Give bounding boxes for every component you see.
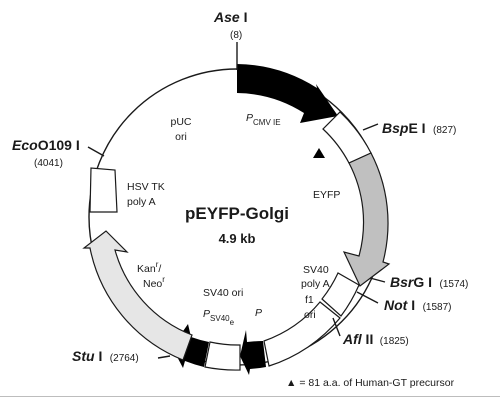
eco-tick bbox=[87, 146, 105, 157]
stu-site-label: Stu I (2764) bbox=[72, 348, 139, 365]
plasmid-name: pEYFP-Golgi bbox=[185, 204, 289, 223]
psv40e-label: PSV40e bbox=[203, 308, 235, 327]
kan-neo-label-line1: Kanr/ bbox=[137, 260, 161, 275]
eco-site-label: EcoO109 I bbox=[12, 137, 80, 153]
eyfp-label: EYFP bbox=[313, 189, 340, 201]
hsv-tk-label-line2: poly A bbox=[127, 196, 156, 208]
stu-tick bbox=[157, 355, 171, 359]
golgi-targeting-box bbox=[322, 111, 372, 164]
f1-ori-label-line2: ori bbox=[304, 309, 316, 321]
sv40-polya-box bbox=[321, 272, 360, 317]
ase-site-label: Ase I bbox=[213, 9, 247, 25]
sv40-polya-label-line2: poly A bbox=[301, 278, 330, 290]
legend: ▲ = 81 a.a. of Human-GT precursor bbox=[286, 377, 455, 389]
not-site-label: Not I (1587) bbox=[384, 297, 451, 314]
ase-site-position: (8) bbox=[230, 30, 242, 41]
sv40-ori-label: SV40 ori bbox=[203, 287, 243, 299]
bspe-site-label: BspE I (827) bbox=[382, 120, 456, 137]
afl-tick bbox=[332, 317, 341, 337]
eco-site-position: (4041) bbox=[34, 158, 63, 169]
f1-ori-label-line1: f1 bbox=[305, 294, 314, 306]
bsrg-site-label: BsrG I (1574) bbox=[390, 274, 468, 291]
kan-neo-label-line2: Neor bbox=[143, 275, 165, 290]
afl-site-label: Afl II (1825) bbox=[342, 331, 409, 348]
not-tick bbox=[356, 291, 379, 304]
f1-ori-box bbox=[263, 301, 341, 367]
legend-triangle-icon: ▲ bbox=[286, 377, 296, 389]
site-tick-marks bbox=[87, 42, 386, 359]
hsv-tk-label-line1: HSV TK bbox=[127, 181, 165, 193]
plasmid-size: 4.9 kb bbox=[219, 231, 256, 246]
p-label: P bbox=[255, 307, 262, 319]
golgi-marker-triangle bbox=[313, 148, 325, 158]
puc-ori-label-line2: ori bbox=[175, 131, 187, 143]
puc-ori-label-line1: pUC bbox=[170, 116, 191, 128]
kan-neo-resistance-arrow bbox=[82, 230, 193, 361]
pcmv-promoter-arrow bbox=[237, 64, 338, 123]
eyfp-gene-arrow bbox=[342, 152, 391, 287]
bspe-tick bbox=[362, 123, 379, 131]
sv40-polya-label-line1: SV40 bbox=[303, 264, 329, 276]
bsrg-tick bbox=[369, 277, 386, 283]
hsv-tk-polya-box bbox=[89, 167, 118, 213]
sv40-ori-box bbox=[204, 341, 241, 371]
pcmv-label: PCMV IE bbox=[246, 112, 281, 127]
psv40-promoter-arrow bbox=[240, 330, 266, 375]
bottom-divider bbox=[0, 396, 500, 397]
